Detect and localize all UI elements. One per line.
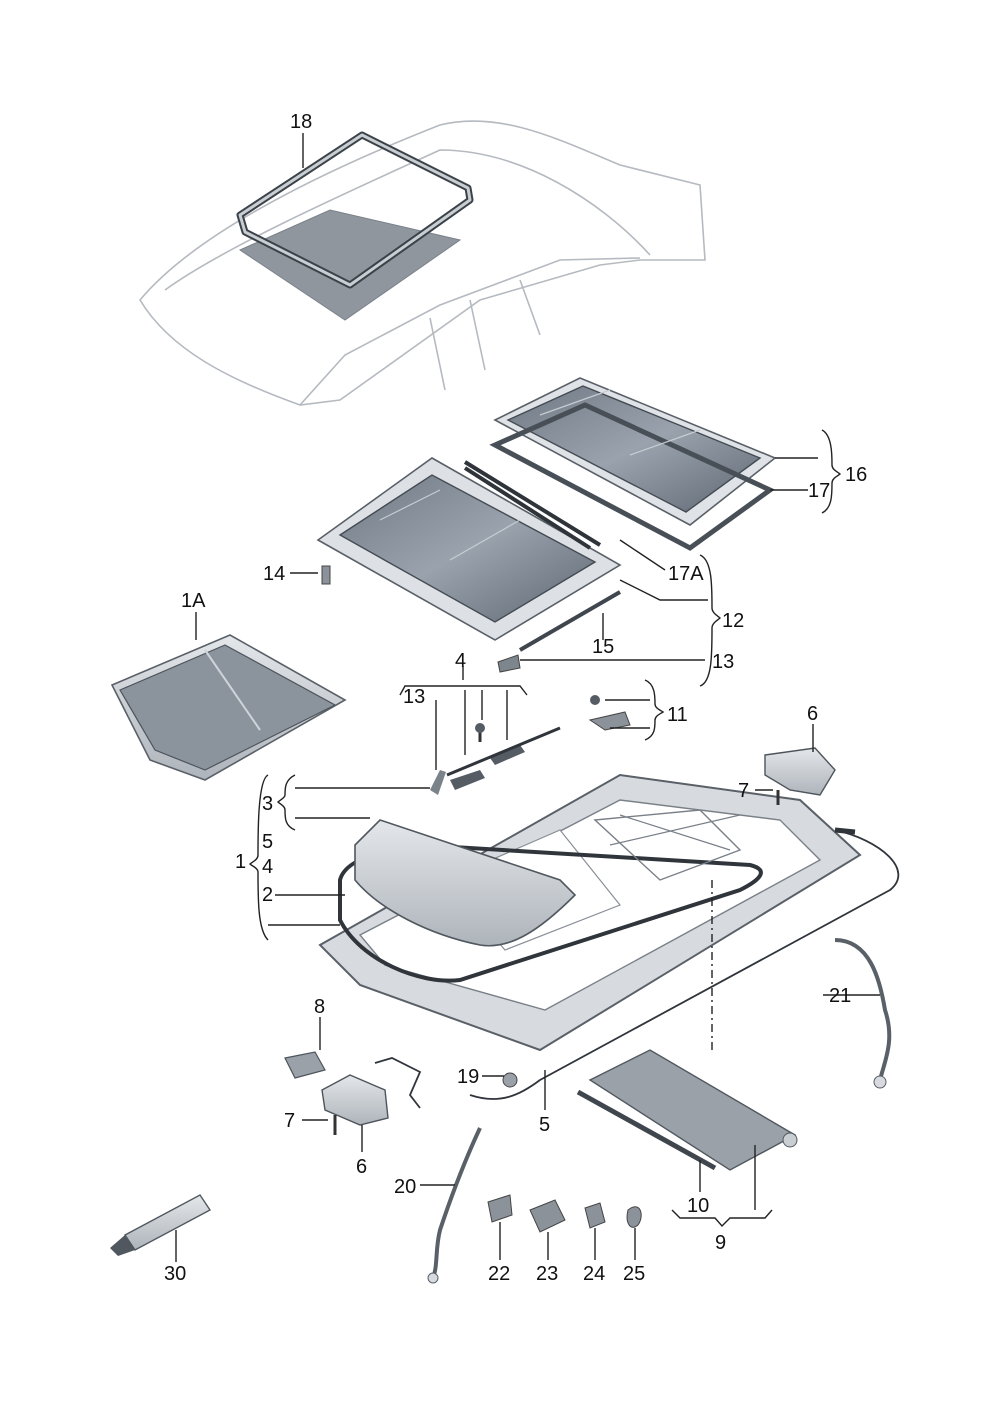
car-roof-illustration — [139, 120, 706, 406]
callout-13-left: 13 — [403, 686, 425, 708]
callout-3: 3 — [262, 793, 273, 815]
callout-5-bottom: 5 — [539, 1114, 550, 1136]
rear-glass-panel — [489, 377, 777, 551]
callout-4-left: 4 — [262, 856, 273, 878]
callout-10: 10 — [687, 1195, 709, 1217]
callout-labels: 18 16 17 17A 14 12 1A 15 13 4 13 11 6 7 … — [164, 111, 867, 1285]
callout-24: 24 — [583, 1263, 605, 1285]
callout-14: 14 — [263, 563, 285, 585]
callout-25: 25 — [623, 1263, 645, 1285]
callout-21: 21 — [829, 985, 851, 1007]
callout-20: 20 — [394, 1176, 416, 1198]
callout-6-left: 6 — [356, 1156, 367, 1178]
callout-17: 17 — [808, 480, 830, 502]
callout-7-right: 7 — [738, 780, 749, 802]
callout-22: 22 — [488, 1263, 510, 1285]
sunroof-frame — [318, 773, 862, 1052]
callout-18: 18 — [290, 111, 312, 133]
callout-12: 12 — [722, 610, 744, 632]
callout-6-right: 6 — [807, 703, 818, 725]
callout-17a: 17A — [668, 563, 704, 585]
callout-9: 9 — [715, 1232, 726, 1254]
callout-1: 1 — [235, 851, 246, 873]
callout-8: 8 — [314, 996, 325, 1018]
callout-15: 15 — [592, 636, 614, 658]
callout-5-left: 5 — [262, 831, 273, 853]
small-parts — [110, 695, 900, 1284]
callout-2: 2 — [262, 884, 273, 906]
callout-30: 30 — [164, 1263, 186, 1285]
callout-13-right: 13 — [712, 651, 734, 673]
callout-7-left: 7 — [284, 1110, 295, 1132]
front-glass-panel — [316, 457, 622, 673]
callout-4-top: 4 — [455, 650, 466, 672]
callout-11: 11 — [667, 704, 688, 726]
callout-23: 23 — [536, 1263, 558, 1285]
leader-lines — [175, 133, 880, 1262]
callout-16: 16 — [845, 464, 867, 486]
sunroof-module-1a — [110, 634, 347, 781]
callout-1a: 1A — [181, 590, 206, 612]
callout-19: 19 — [457, 1066, 479, 1088]
